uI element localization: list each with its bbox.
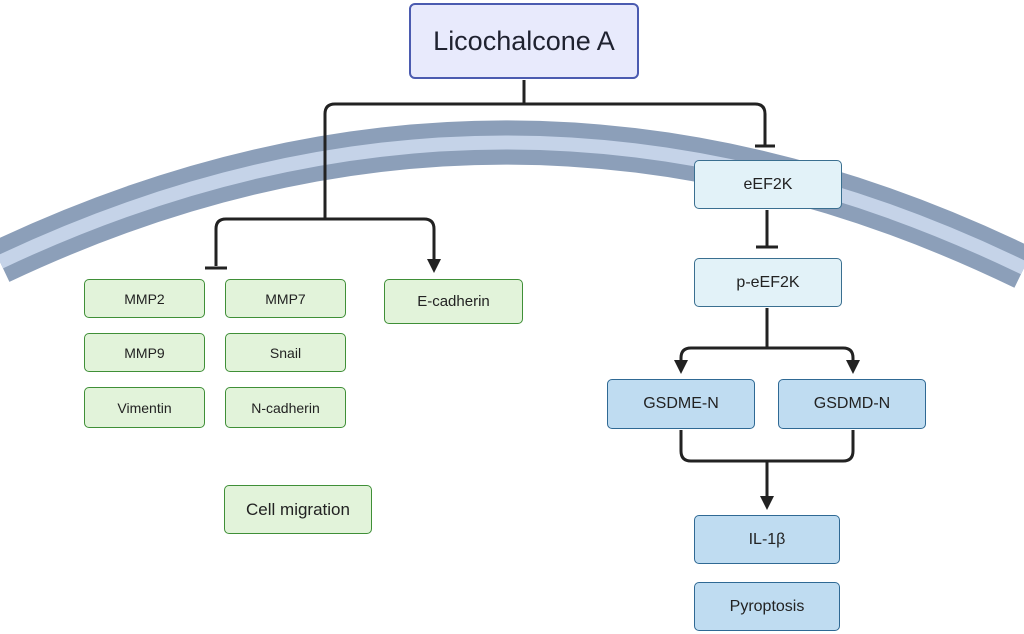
pyroptosis-node: Pyroptosis <box>694 582 840 631</box>
e-cadherin-node: E-cadherin <box>384 279 523 324</box>
gasdermin-merge-connector <box>679 430 855 463</box>
snail-node: Snail <box>225 333 346 372</box>
cell-membrane <box>0 120 1024 288</box>
root-split-connector <box>323 102 767 219</box>
licochalcone-a-node: Licochalcone A <box>409 3 639 79</box>
migration-split-connector <box>214 217 441 273</box>
eef2k-node: eEF2K <box>694 160 842 209</box>
n-cadherin-node: N-cadherin <box>225 387 346 428</box>
p-eef2k-node: p-eEF2K <box>694 258 842 307</box>
mmp9-node: MMP9 <box>84 333 205 372</box>
gsdmd-n-node: GSDMD-N <box>778 379 926 429</box>
gasdermin-split-connector <box>679 346 860 374</box>
mmp7-node: MMP7 <box>225 279 346 318</box>
il-1b-node: IL-1β <box>694 515 840 564</box>
cell-migration-node: Cell migration <box>224 485 372 534</box>
gsdme-n-node: GSDME-N <box>607 379 755 429</box>
mmp2-node: MMP2 <box>84 279 205 318</box>
vimentin-node: Vimentin <box>84 387 205 428</box>
